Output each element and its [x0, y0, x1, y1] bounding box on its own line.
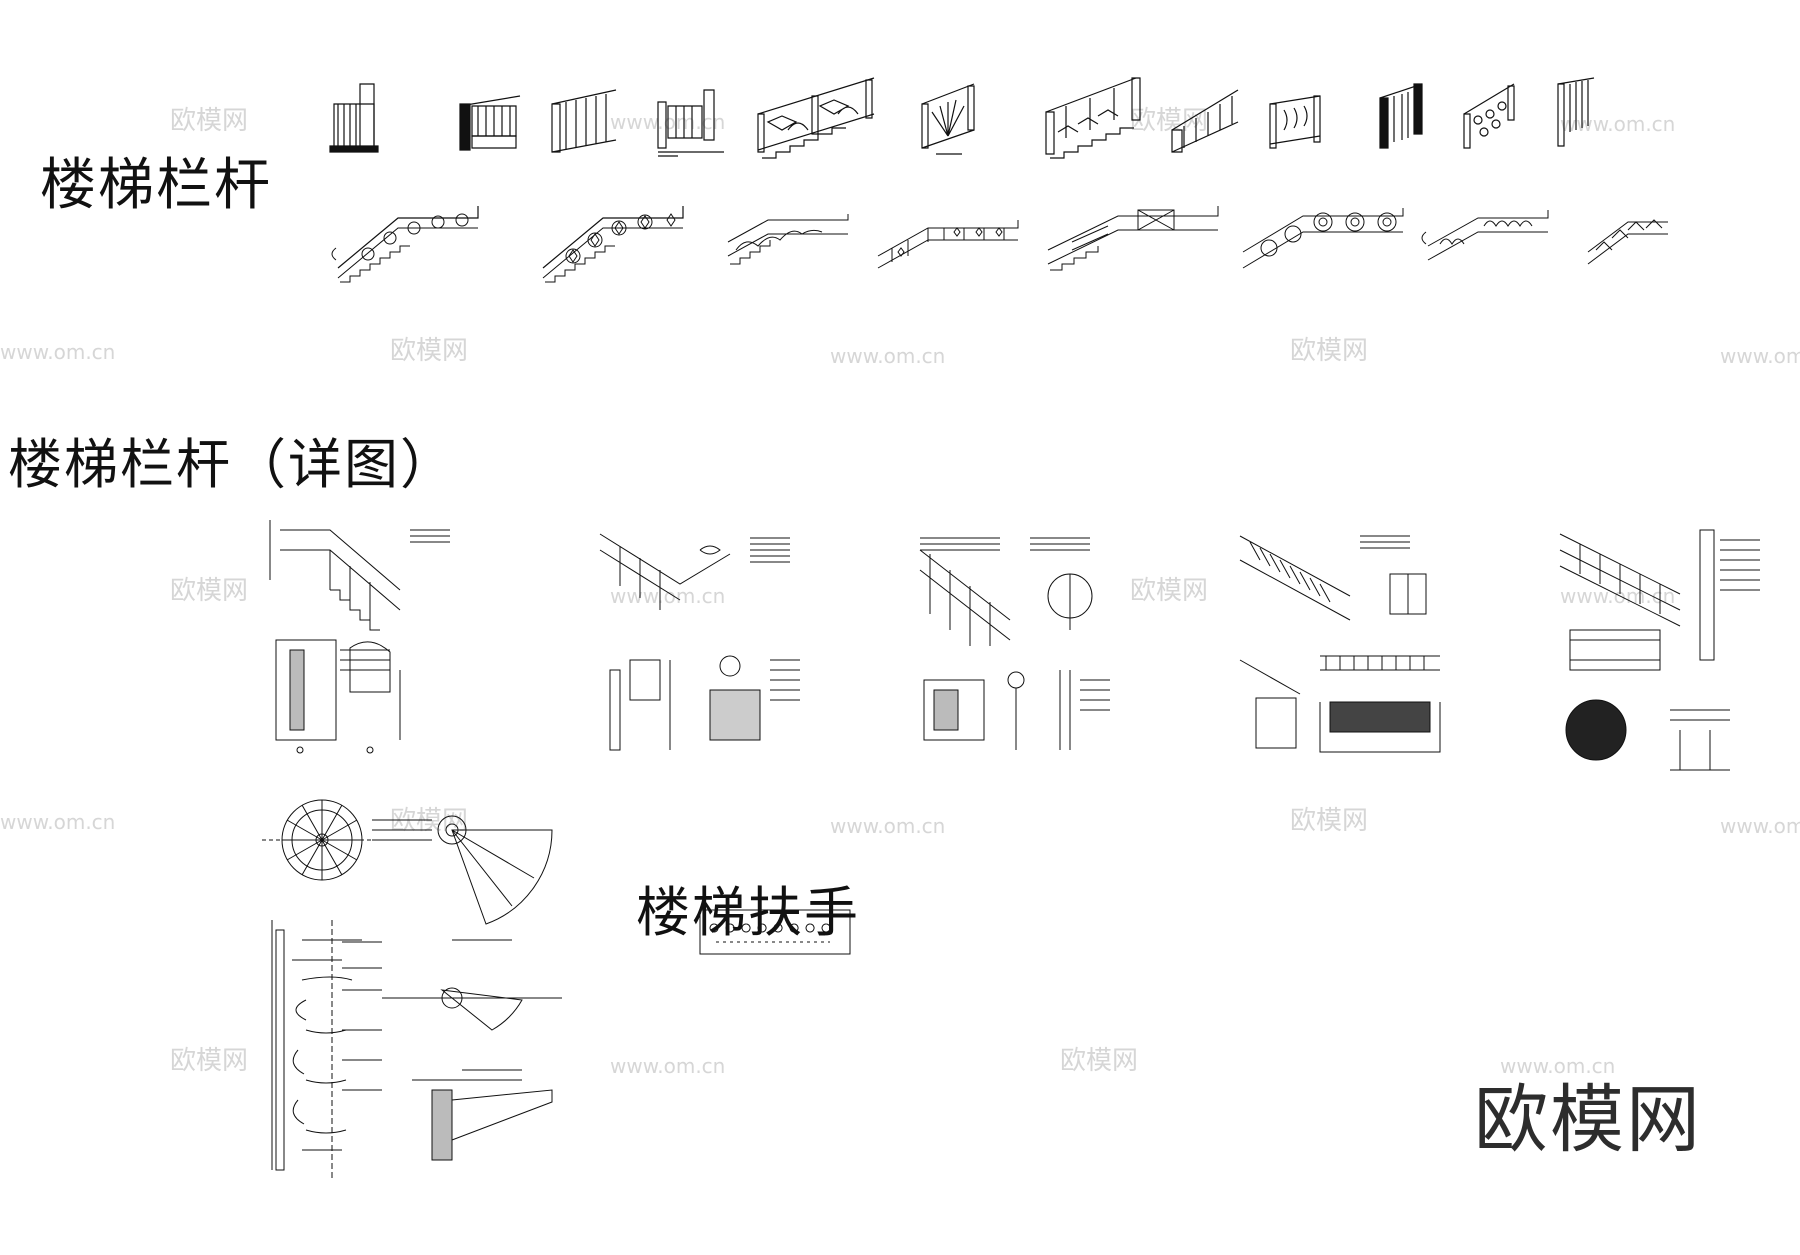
railing-detail-section-title: 楼梯栏杆（详图） — [8, 433, 456, 496]
railing-detail-sheet-5 — [1560, 530, 1790, 780]
watermark-text: 欧模网 — [390, 336, 469, 366]
railing-elevation-row-1 — [330, 78, 1630, 158]
railing-detail-sheet-3 — [920, 530, 1120, 760]
spiral-stair-plan-and-elevation — [262, 790, 582, 1200]
railing-detail-sheet-1 — [270, 520, 460, 760]
watermark-text: www.om.cn — [0, 340, 116, 364]
watermark-text: 欧模网 — [1290, 336, 1369, 366]
watermark-text: www.om.cn — [1720, 814, 1800, 838]
railing-detail-sheet-4 — [1240, 530, 1440, 760]
handrail-section-title: 楼梯扶手 — [636, 881, 860, 944]
watermark-text: 欧模网 — [1290, 806, 1369, 836]
watermark-text: 欧模网 — [1130, 576, 1209, 606]
watermark-text: www.om.cn — [830, 814, 946, 838]
handrail-profile-strip — [700, 910, 850, 954]
watermark-text: 欧模网 — [170, 576, 249, 606]
watermark-text: www.om.cn — [830, 344, 946, 368]
watermark-text: www.om.cn — [0, 810, 116, 834]
watermark-text: www.om.cn — [610, 1054, 726, 1078]
watermark-text: 欧模网 — [1060, 1046, 1139, 1076]
watermark-text: www.om.cn — [1720, 344, 1800, 368]
watermark-text: 欧模网 — [170, 106, 249, 136]
watermark-text: 欧模网 — [170, 1046, 249, 1076]
railing-detail-sheet-2 — [600, 530, 810, 760]
brand-logo: 欧模网 — [1474, 1077, 1702, 1163]
railing-section-title: 楼梯栏杆 — [40, 153, 272, 218]
railing-elevation-row-2 — [338, 205, 1678, 283]
